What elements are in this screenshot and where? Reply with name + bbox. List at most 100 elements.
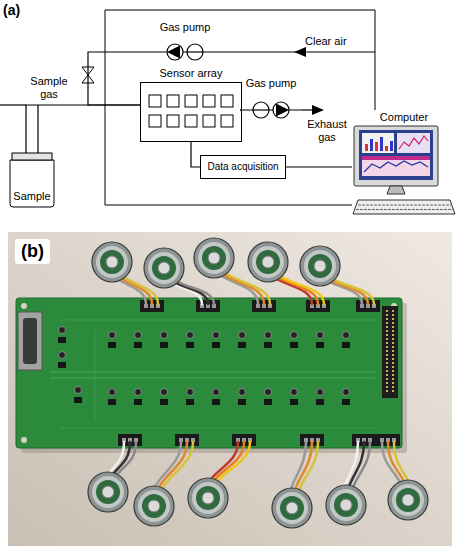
screen-bar — [375, 142, 378, 151]
flow-meter-line — [187, 51, 203, 52]
gas-sensor — [188, 478, 228, 518]
sensor-cell — [149, 115, 161, 127]
circuit-board — [16, 298, 402, 448]
system-frame — [105, 10, 375, 205]
node-text: Sensor array — [140, 66, 242, 80]
gas-sensor — [248, 242, 288, 282]
mounting-hole — [21, 437, 27, 443]
sensor-cell — [149, 95, 161, 107]
node-text: Data acquisition — [207, 161, 278, 173]
flow-connector — [88, 52, 150, 105]
board-component — [108, 389, 116, 406]
gas-sensor — [326, 485, 366, 525]
screen-bar — [380, 137, 383, 151]
board-component — [74, 387, 82, 404]
gas-sensor — [88, 472, 128, 512]
connector-pins — [386, 310, 388, 394]
board-component — [238, 389, 246, 406]
board-component — [186, 389, 194, 406]
board-component — [212, 389, 220, 406]
screen-window — [397, 133, 430, 153]
board-component — [58, 352, 66, 369]
valve-symbol — [82, 75, 94, 83]
pump-circle — [253, 102, 269, 118]
monitor-body — [354, 126, 438, 186]
monitor-screen — [359, 130, 433, 180]
sensor-cell — [203, 95, 215, 107]
sensor-grid — [141, 83, 241, 141]
pump-circle — [273, 102, 289, 118]
sensor-cell — [185, 95, 197, 107]
valve-symbol — [82, 67, 94, 75]
screen-window — [362, 133, 394, 153]
flow-connector — [26, 105, 140, 148]
sensor-array-box — [140, 82, 242, 142]
gas-line — [150, 51, 220, 52]
board-component — [160, 389, 168, 406]
flow-arrow — [294, 47, 306, 57]
pump-triangle — [276, 104, 289, 117]
board-component — [316, 332, 324, 349]
keyboard-keys — [356, 209, 453, 210]
mounting-hole — [21, 303, 27, 309]
board-component — [264, 389, 272, 406]
board-trace — [60, 320, 378, 428]
computer-illustration — [352, 124, 456, 218]
figure-label: Exhaust gas — [302, 118, 352, 144]
sample-gas-line — [0, 104, 26, 105]
sample-tube — [37, 105, 38, 148]
figure-label: (a) — [3, 2, 20, 18]
gas-line — [240, 109, 302, 110]
board-component — [342, 389, 350, 406]
node-text: Computer — [352, 110, 456, 124]
flow-arrow — [312, 105, 324, 115]
flow-connector — [286, 166, 352, 167]
board-component — [160, 332, 168, 349]
photo-background — [8, 232, 452, 546]
board-component — [212, 332, 220, 349]
node-text: Sample — [4, 189, 60, 203]
sensor-cell — [221, 95, 233, 107]
screen-bar — [385, 146, 388, 151]
node-text: Gas pump — [150, 20, 220, 34]
sensor-cell — [185, 115, 197, 127]
screen-curve — [364, 161, 428, 172]
board-component — [134, 389, 142, 406]
gas-sensor — [134, 486, 174, 526]
computer: Computer — [352, 110, 456, 218]
db9-socket — [23, 318, 37, 364]
gas-sensor — [194, 238, 234, 278]
sensor-cell — [203, 115, 215, 127]
screen-window — [362, 156, 430, 176]
sensor-array: Sensor array — [140, 66, 242, 142]
figure-label: Clear air — [305, 35, 347, 47]
flow-meter-line — [253, 109, 269, 110]
board-component — [316, 389, 324, 406]
monitor-stand — [387, 186, 405, 194]
figure-label: (b) — [15, 239, 50, 264]
screen-band — [362, 156, 430, 160]
flow-connector — [240, 109, 242, 110]
board-component — [290, 389, 298, 406]
ribbon-connector — [382, 306, 398, 398]
sensor-cell — [221, 115, 233, 127]
board-component — [58, 327, 66, 344]
gas-pump: Gas pump — [150, 20, 220, 62]
connector-pins — [392, 310, 394, 394]
sample-jar: Sample — [4, 148, 60, 208]
board-component — [186, 332, 194, 349]
gas-sensor — [300, 246, 340, 286]
screen-curve — [399, 136, 428, 149]
screen-bar — [370, 139, 373, 151]
screen-bar — [390, 141, 393, 151]
board-component — [238, 332, 246, 349]
node-text: Gas pump — [240, 76, 302, 90]
gas-sensor — [388, 480, 428, 520]
board-component — [134, 332, 142, 349]
figure-label: Sample gas — [26, 75, 72, 101]
flow-connector — [191, 142, 200, 167]
keyboard-keys — [358, 205, 451, 206]
pump-symbol — [240, 100, 302, 120]
